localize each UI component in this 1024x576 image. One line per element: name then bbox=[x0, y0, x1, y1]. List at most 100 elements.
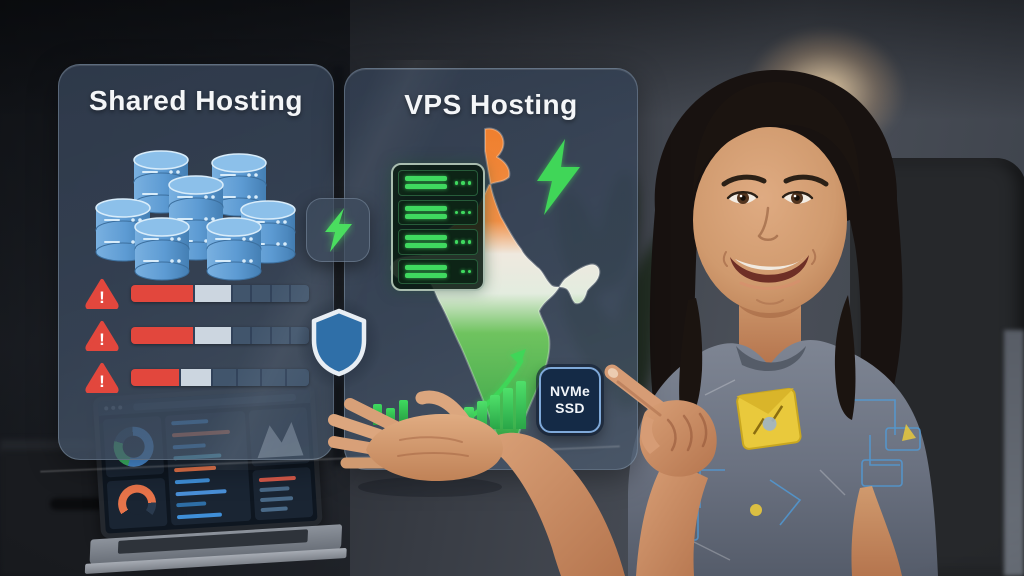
server-led-bar bbox=[405, 213, 447, 219]
usage-bar-segment bbox=[291, 285, 309, 302]
server-unit-dots bbox=[454, 210, 471, 214]
database-cluster-icon bbox=[59, 65, 333, 459]
server-led-bar bbox=[405, 176, 447, 182]
usage-bar-light bbox=[195, 285, 231, 302]
mini-metric-row bbox=[258, 475, 296, 483]
server-led-bar bbox=[405, 184, 447, 190]
warning-triangle-icon: ! bbox=[85, 279, 119, 309]
vps-hosting-title: VPS Hosting bbox=[404, 89, 578, 120]
growth-bar bbox=[490, 395, 500, 429]
metric-row bbox=[176, 512, 222, 520]
usage-bar-segment bbox=[237, 369, 261, 386]
usage-bar-segment bbox=[271, 327, 290, 344]
growth-bar bbox=[464, 407, 474, 429]
hair-front bbox=[693, 81, 861, 198]
growth-bar bbox=[477, 401, 487, 429]
metric-row bbox=[174, 477, 211, 485]
server-led-bar bbox=[405, 243, 447, 249]
server-led-dot bbox=[461, 240, 465, 244]
growth-bar bbox=[451, 413, 461, 429]
small-bar bbox=[373, 404, 382, 425]
usage-bar bbox=[131, 369, 309, 386]
warning-row: ! bbox=[85, 361, 309, 394]
face bbox=[693, 127, 847, 313]
usage-bar-segment bbox=[262, 369, 285, 386]
small-bar bbox=[399, 400, 408, 425]
usage-bar-light bbox=[181, 369, 212, 386]
server-led-dot bbox=[461, 269, 465, 273]
usage-bar-segment bbox=[252, 285, 270, 302]
server-led-dot bbox=[467, 240, 471, 244]
server-led-bar bbox=[405, 205, 447, 211]
warning-triangle-icon: ! bbox=[85, 321, 119, 351]
tshirt-collar bbox=[736, 346, 806, 372]
warning-row: ! bbox=[85, 319, 309, 352]
server-led-dot bbox=[454, 181, 458, 185]
eyebrow-left bbox=[721, 174, 767, 187]
server-unit bbox=[398, 258, 478, 284]
mini-metric-row bbox=[259, 486, 290, 493]
lightning-bolt-icon bbox=[537, 139, 580, 215]
usage-bar-red bbox=[131, 327, 194, 344]
usage-bar bbox=[131, 285, 309, 302]
database-cylinder bbox=[206, 249, 262, 281]
panel-gap bbox=[333, 66, 344, 466]
ssd-label: SSD bbox=[555, 400, 585, 416]
right-arm bbox=[851, 486, 902, 576]
lightning-bolt-icon bbox=[325, 208, 352, 252]
usage-bar-segment bbox=[232, 285, 251, 302]
mini-metric-row bbox=[260, 506, 288, 513]
mini-metric-row bbox=[260, 496, 294, 503]
eyebrow-right bbox=[783, 174, 829, 187]
server-led-dot bbox=[467, 210, 471, 214]
database-cylinder bbox=[134, 249, 190, 281]
warning-row: ! bbox=[85, 277, 309, 310]
nvme-label: NVMe bbox=[549, 383, 591, 399]
gauge-chart bbox=[116, 483, 158, 524]
server-led-dot bbox=[454, 240, 458, 244]
server-unit-dots bbox=[461, 269, 471, 273]
server-unit-bars bbox=[405, 205, 447, 219]
small-bar-chart bbox=[373, 399, 417, 425]
gauge-card bbox=[106, 477, 168, 530]
server-led-bar bbox=[405, 272, 447, 278]
server-led-dot bbox=[467, 269, 471, 273]
nvme-ssd-badge: NVMe SSD bbox=[539, 367, 601, 433]
tshirt-yellow-badge bbox=[736, 387, 802, 450]
growth-bar bbox=[503, 388, 513, 429]
server-led-dot bbox=[461, 181, 465, 185]
svg-text:!: ! bbox=[99, 372, 105, 391]
usage-bar-segment bbox=[271, 285, 290, 302]
usage-bar-segment bbox=[213, 369, 236, 386]
speed-badge bbox=[306, 198, 370, 262]
usage-bar-segment bbox=[232, 327, 251, 344]
metric-row bbox=[175, 488, 227, 496]
nose bbox=[757, 206, 779, 241]
server-unit bbox=[398, 229, 478, 255]
usage-bar-light bbox=[195, 327, 231, 344]
growth-bar-chart bbox=[451, 381, 531, 429]
mouth bbox=[730, 255, 809, 283]
server-unit-bars bbox=[405, 264, 447, 278]
shield-icon bbox=[311, 308, 367, 377]
warning-list: ! ! ! bbox=[85, 277, 309, 394]
mini-metric-rows bbox=[252, 466, 314, 521]
metric-row bbox=[174, 465, 217, 473]
server-led-bar bbox=[405, 264, 447, 270]
server-unit-dots bbox=[454, 240, 471, 244]
server-rack-icon bbox=[391, 163, 485, 291]
server-unit bbox=[398, 170, 478, 196]
server-led-bar bbox=[405, 235, 447, 241]
usage-bar-segment bbox=[252, 327, 270, 344]
usage-bar-segment bbox=[286, 369, 309, 386]
usage-bar bbox=[131, 327, 309, 344]
server-unit bbox=[398, 199, 478, 225]
wall-sliver-right bbox=[1004, 330, 1024, 576]
server-unit-bars bbox=[405, 235, 447, 249]
server-unit-dots bbox=[454, 181, 471, 185]
shared-hosting-panel: Shared Hosting bbox=[58, 64, 334, 460]
server-led-dot bbox=[461, 210, 465, 214]
metric-row bbox=[176, 501, 207, 508]
